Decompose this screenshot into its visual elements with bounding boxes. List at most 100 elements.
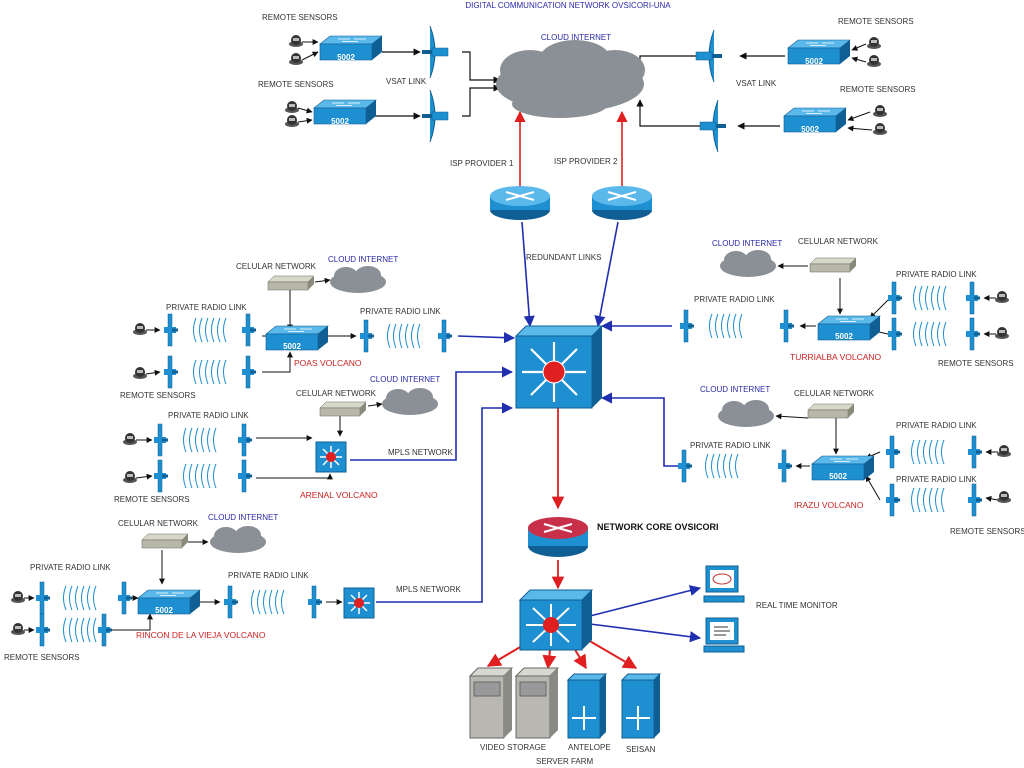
cloud-icon	[330, 266, 386, 293]
switch-model-label: 5002	[331, 117, 349, 126]
switch-model-label: 5002	[155, 606, 173, 615]
radio-antenna-icon	[679, 309, 695, 343]
sensor-icon	[11, 623, 25, 635]
cloud-icon	[718, 400, 774, 427]
sensor-icon	[867, 37, 881, 49]
seisan-server-icon	[620, 673, 662, 739]
turrialba-radio-left-label: PRIVATE RADIO LINK	[694, 295, 775, 304]
l3-switch-icon	[343, 587, 375, 619]
radio-waves-icon	[709, 313, 743, 339]
sensor-icon	[123, 433, 137, 445]
top-right-lower-sensors-label: REMOTE SENSORS	[840, 85, 916, 94]
arenal-volcano-label: ARENAL VOLCANO	[300, 490, 378, 500]
rincon-radio-left-label: PRIVATE RADIO LINK	[30, 563, 111, 572]
celular-modem-icon	[319, 401, 367, 417]
radio-waves-icon	[193, 359, 227, 385]
radio-waves-icon	[913, 285, 947, 311]
radio-waves-icon	[63, 617, 97, 643]
radio-antenna-icon	[965, 281, 981, 315]
antelope-label: ANTELOPE	[568, 743, 611, 752]
switch-model-label: 5002	[801, 125, 819, 134]
vsat-right-label: VSAT LINK	[736, 79, 777, 88]
radio-antenna-icon	[437, 319, 453, 353]
cloud-icon	[382, 388, 438, 415]
sensor-icon	[285, 101, 299, 113]
radio-antenna-icon	[35, 613, 51, 647]
sensor-icon	[11, 591, 25, 603]
arenal-mpls-label: MPLS NETWORK	[388, 448, 454, 457]
video-storage-server-icon	[468, 667, 514, 739]
sensor-icon	[133, 367, 147, 379]
main-cloud-label: CLOUD INTERNET	[541, 33, 611, 42]
radio-antenna-icon	[359, 319, 375, 353]
turrialba-cloud-label: CLOUD INTERNET	[712, 239, 782, 248]
core-router-icon	[528, 517, 588, 557]
rincon-cloud-label: CLOUD INTERNET	[208, 513, 278, 522]
radio-waves-icon	[183, 427, 217, 453]
poas-radio-left-label: PRIVATE RADIO LINK	[166, 303, 247, 312]
cloud-icon	[210, 526, 266, 553]
radio-antenna-icon	[307, 585, 323, 619]
radio-antenna-icon	[241, 313, 257, 347]
video-storage-label: VIDEO STORAGE	[480, 743, 546, 752]
sensor-icon	[995, 291, 1009, 303]
celular-modem-icon	[267, 275, 315, 291]
radio-waves-icon	[63, 585, 97, 611]
radio-antenna-icon	[779, 309, 795, 343]
radio-antenna-icon	[237, 459, 253, 493]
poas-cloud-label: CLOUD INTERNET	[328, 255, 398, 264]
vsat-dish-icon	[699, 99, 727, 153]
switch-model-label: 5002	[337, 53, 355, 62]
arenal-sensors-label: REMOTE SENSORS	[114, 495, 190, 504]
rincon-volcano-label: RINCON DE LA VIEJA VOLCANO	[136, 630, 266, 640]
poas-volcano-label: POAS VOLCANO	[294, 358, 362, 368]
celular-modem-icon	[141, 533, 189, 549]
core-switch-icon	[514, 325, 604, 409]
radio-antenna-icon	[887, 317, 903, 351]
main-cloud-internet	[496, 40, 645, 118]
poas-radio-right-label: PRIVATE RADIO LINK	[360, 307, 441, 316]
celular-modem-icon	[809, 257, 857, 273]
vsat-dish-icon	[695, 29, 723, 83]
switch-model-label: 5002	[829, 472, 847, 481]
top-left-lower-sensors-label: REMOTE SENSORS	[258, 80, 334, 89]
radio-antenna-icon	[163, 355, 179, 389]
radio-antenna-icon	[241, 355, 257, 389]
radio-antenna-icon	[885, 483, 901, 517]
radio-waves-icon	[193, 317, 227, 343]
sensor-icon	[133, 323, 147, 335]
rincon-mpls-label: MPLS NETWORK	[396, 585, 462, 594]
radio-antenna-icon	[677, 449, 693, 483]
radio-waves-icon	[251, 589, 285, 615]
real-time-monitor-label: REAL TIME MONITOR	[756, 601, 838, 610]
radio-antenna-icon	[237, 423, 253, 457]
switch-model-label: 5002	[835, 332, 853, 341]
sensor-icon	[867, 55, 881, 67]
radio-antenna-icon	[117, 581, 133, 615]
irazu-cloud-label: CLOUD INTERNET	[700, 385, 770, 394]
irazu-radio-left-label: PRIVATE RADIO LINK	[690, 441, 771, 450]
sensor-icon	[997, 491, 1011, 503]
irazu-sensors-label: REMOTE SENSORS	[950, 527, 1024, 536]
isp-provider-2-label: ISP PROVIDER 2	[554, 157, 618, 166]
radio-antenna-icon	[153, 459, 169, 493]
vsat-dish-icon	[421, 89, 449, 143]
l3-switch-icon	[315, 441, 347, 473]
sensor-icon	[289, 53, 303, 65]
arenal-cloud-label: CLOUD INTERNET	[370, 375, 440, 384]
turrialba-celular-label: CELULAR NETWORK	[798, 237, 879, 246]
celular-modem-icon	[807, 403, 855, 419]
irazu-volcano-label: IRAZU VOLCANO	[794, 500, 864, 510]
sensor-icon	[123, 471, 137, 483]
radio-antenna-icon	[97, 613, 113, 647]
poas-celular-label: CELULAR NETWORK	[236, 262, 317, 271]
sensor-icon	[285, 115, 299, 127]
radio-waves-icon	[387, 323, 421, 349]
radio-waves-icon	[705, 453, 739, 479]
top-left-upper-sensors-label: REMOTE SENSORS	[262, 13, 338, 22]
sensor-icon	[873, 105, 887, 117]
rincon-radio-right-label: PRIVATE RADIO LINK	[228, 571, 309, 580]
radio-antenna-icon	[777, 449, 793, 483]
radio-antenna-icon	[887, 281, 903, 315]
router-icon	[489, 185, 551, 221]
